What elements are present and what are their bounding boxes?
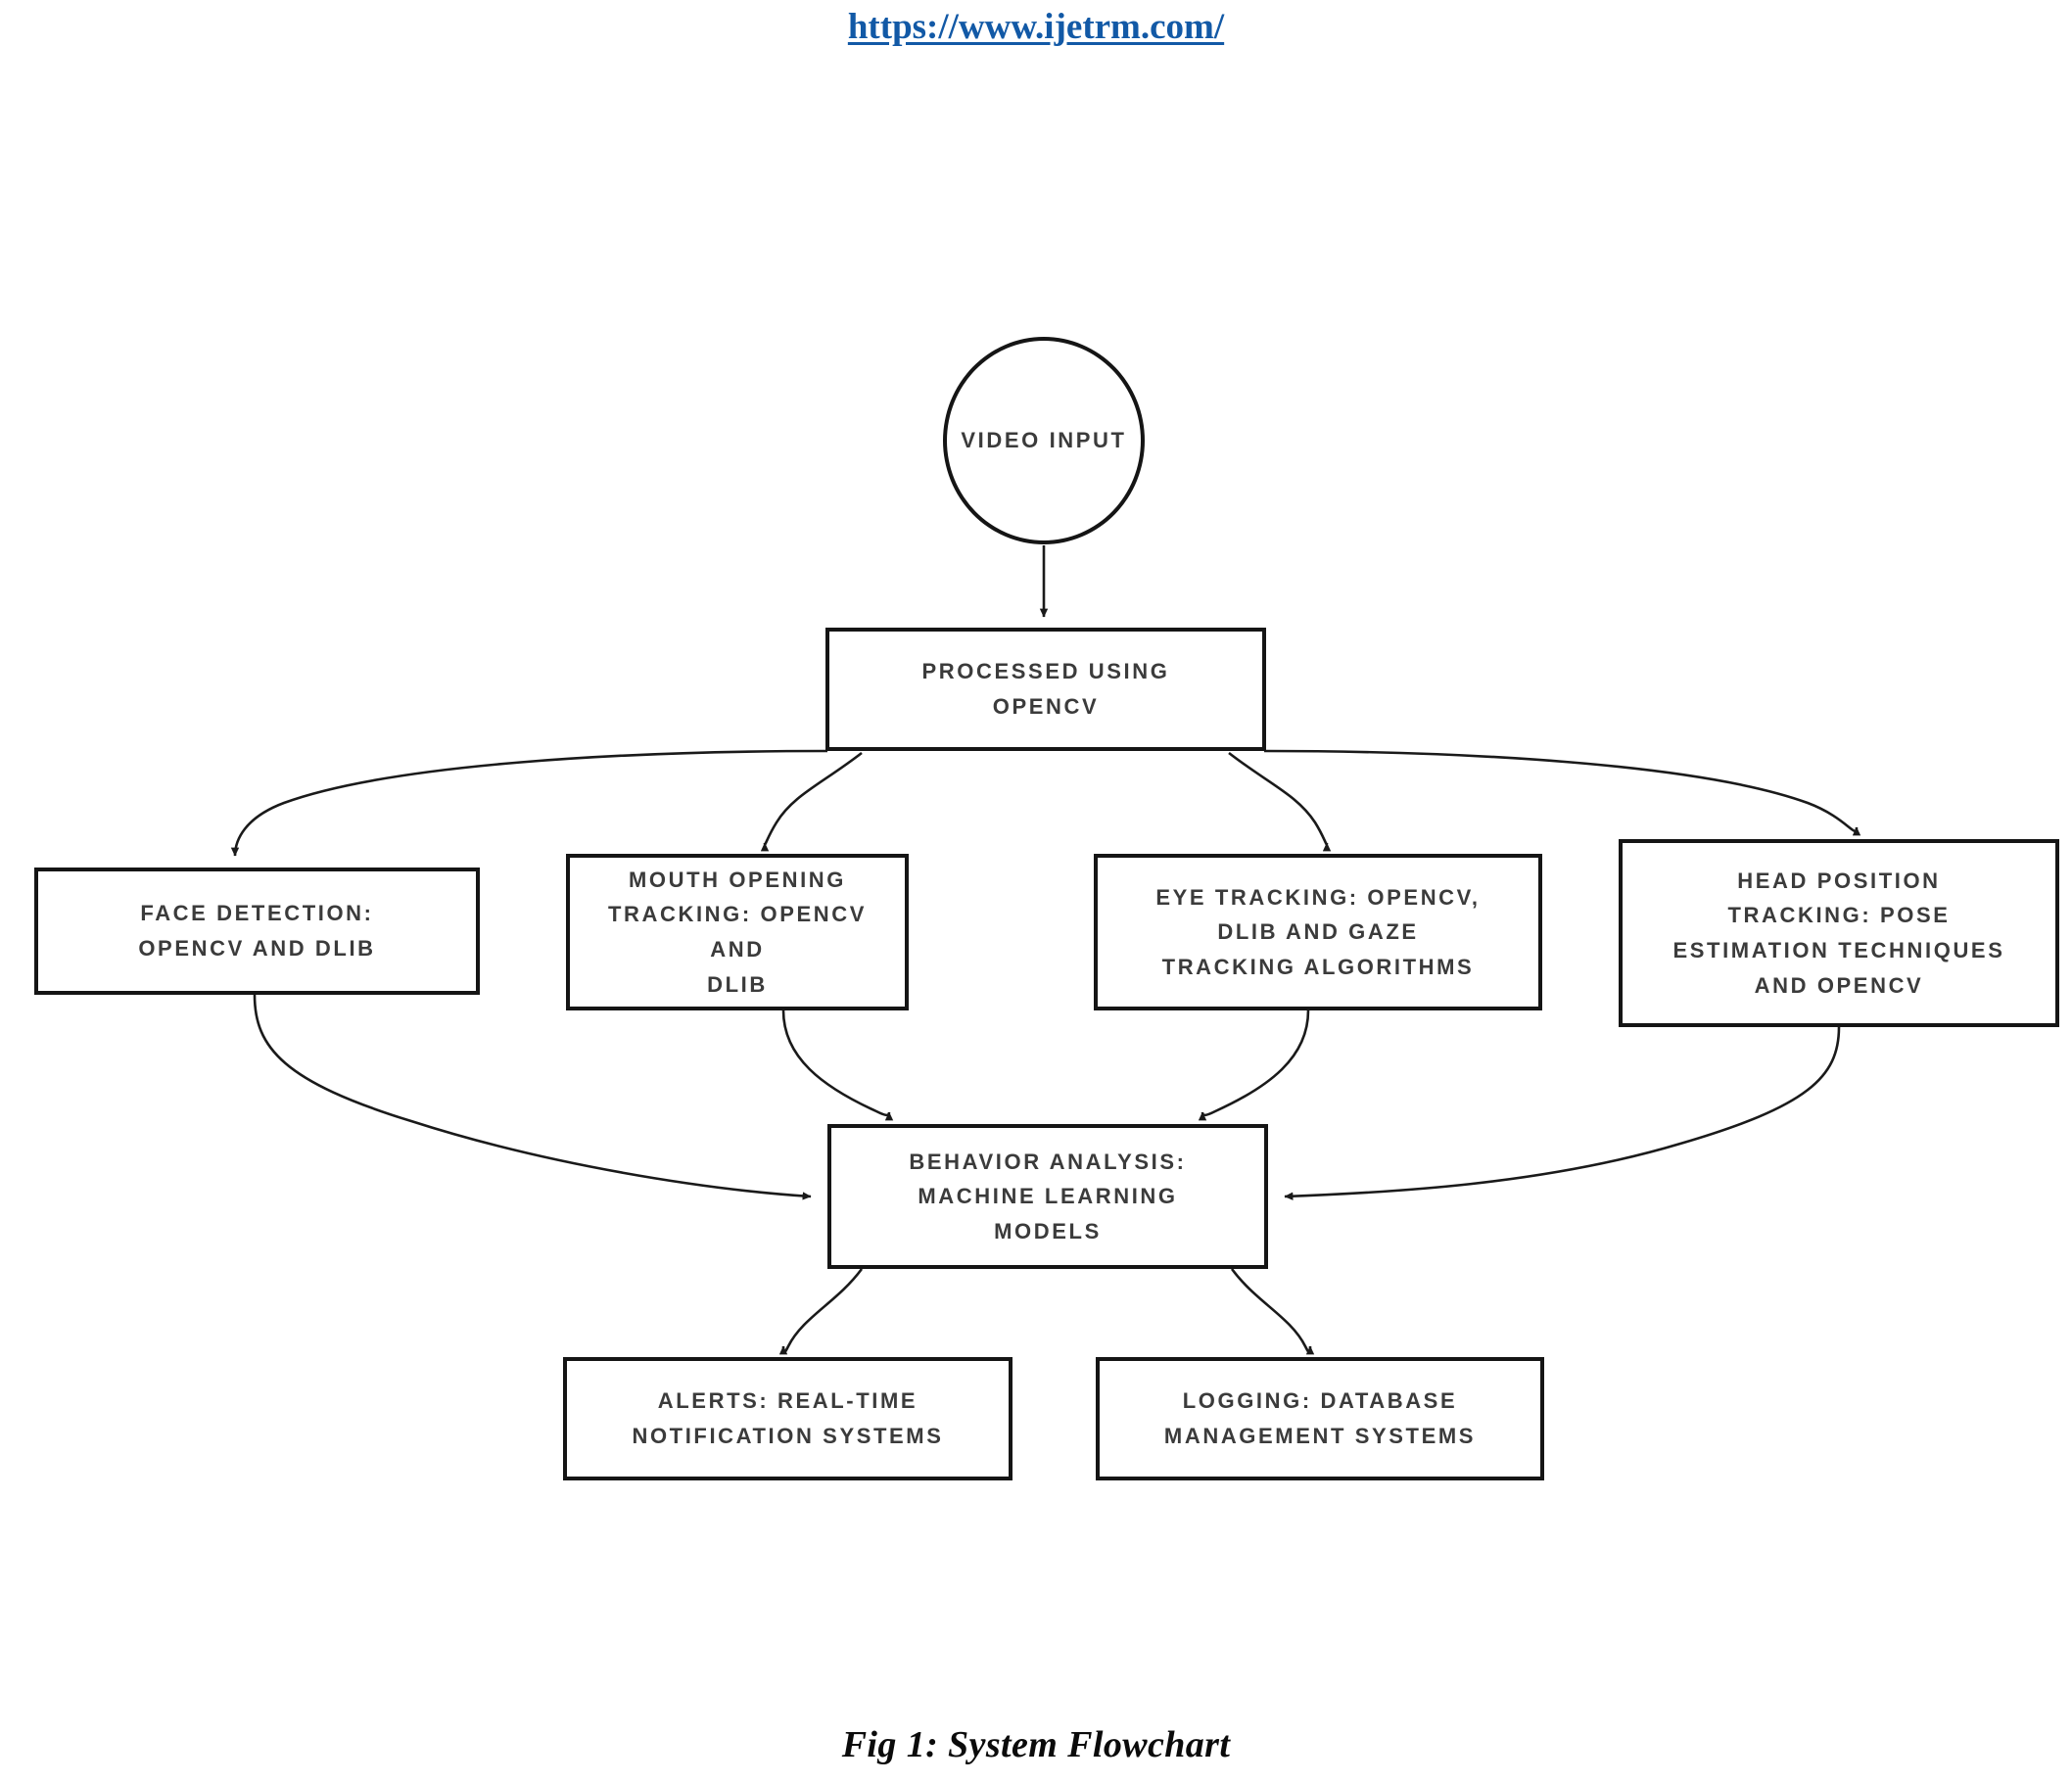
node-eye-tracking[interactable]: EYE TRACKING: OPENCV, DLIB AND GAZE TRAC… (1094, 854, 1542, 1010)
node-face-detection[interactable]: FACE DETECTION: OPENCV AND DLIB (34, 868, 480, 995)
node-mouth-opening-tracking-label: MOUTH OPENING TRACKING: OPENCV AND DLIB (607, 867, 868, 997)
edge-processed-to-eye-tracking (1228, 751, 1332, 852)
journal-url-link[interactable]: https://www.ijetrm.com/ (847, 7, 1225, 47)
node-alerts[interactable]: ALERTS: REAL-TIME NOTIFICATION SYSTEMS (563, 1357, 1012, 1480)
edge-behavior-to-alerts (778, 1268, 864, 1355)
edge-eye-tracking-to-behavior (1198, 1009, 1310, 1121)
node-logging-label: LOGGING: DATABASE MANAGEMENT SYSTEMS (1163, 1388, 1477, 1448)
figure-caption-container: Fig 1: System Flowchart (0, 1723, 2072, 1766)
edge-behavior-to-logging (1230, 1268, 1315, 1355)
node-head-position-tracking[interactable]: HEAD POSITION TRACKING: POSE ESTIMATION … (1619, 839, 2059, 1027)
node-processed-using-opencv[interactable]: PROCESSED USING OPENCV (825, 628, 1266, 751)
node-processed-using-opencv-label: PROCESSED USING OPENCV (921, 659, 1170, 719)
edge-processed-to-head-tracking (1263, 749, 1861, 836)
figure-caption: Fig 1: System Flowchart (841, 1724, 1231, 1765)
node-logging[interactable]: LOGGING: DATABASE MANAGEMENT SYSTEMS (1096, 1357, 1544, 1480)
node-behavior-analysis[interactable]: BEHAVIOR ANALYSIS: MACHINE LEARNING MODE… (827, 1124, 1268, 1269)
edge-head-tracking-to-behavior (1284, 1026, 1841, 1200)
node-head-position-tracking-label: HEAD POSITION TRACKING: POSE ESTIMATION … (1672, 868, 2005, 998)
edge-face-detection-to-behavior (253, 994, 812, 1200)
node-video-input[interactable]: VIDEO INPUT (943, 337, 1145, 544)
edge-mouth-tracking-to-behavior (781, 1009, 894, 1121)
node-face-detection-label: FACE DETECTION: OPENCV AND DLIB (138, 901, 376, 961)
node-alerts-label: ALERTS: REAL-TIME NOTIFICATION SYSTEMS (632, 1388, 944, 1448)
edge-processed-to-mouth-tracking (760, 751, 863, 852)
node-eye-tracking-label: EYE TRACKING: OPENCV, DLIB AND GAZE TRAC… (1155, 884, 1481, 979)
node-behavior-analysis-label: BEHAVIOR ANALYSIS: MACHINE LEARNING MODE… (909, 1149, 1187, 1243)
node-mouth-opening-tracking[interactable]: MOUTH OPENING TRACKING: OPENCV AND DLIB (566, 854, 909, 1010)
page-header: https://www.ijetrm.com/ (0, 0, 2072, 48)
node-video-input-label: VIDEO INPUT (961, 428, 1127, 453)
edge-processed-to-face-detection (230, 749, 828, 857)
